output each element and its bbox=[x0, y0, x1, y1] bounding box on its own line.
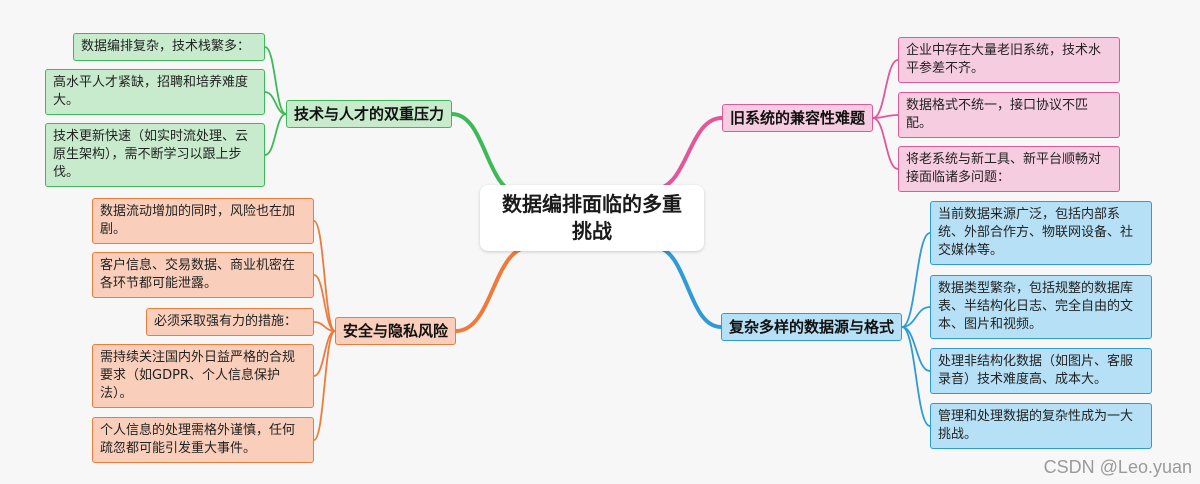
leaf-tech-1-link bbox=[264, 46, 287, 115]
branch-tech-talent-trunk bbox=[450, 112, 522, 195]
leaf-legacy-2[interactable]: 数据格式不统一，接口协议不匹配。 bbox=[898, 92, 1120, 138]
central-topic[interactable]: 数据编排面临的多重挑战 bbox=[480, 185, 704, 251]
leaf-tech-1[interactable]: 数据编排复杂，技术栈繁多： bbox=[73, 33, 265, 61]
leaf-tech-3-link bbox=[264, 113, 287, 156]
leaf-sources-2-link bbox=[901, 306, 931, 328]
leaf-tech-2-link bbox=[264, 91, 287, 115]
leaf-security-4[interactable]: 需持续关注国内外日益严格的合规要求（如GDPR、个人信息保护法）。 bbox=[92, 344, 314, 408]
leaf-security-5-link bbox=[313, 330, 336, 441]
leaf-tech-3[interactable]: 技术更新快速（如实时流处理、云原生架构），需不断学习以跟上步伐。 bbox=[45, 123, 265, 187]
leaf-security-2[interactable]: 客户信息、交易数据、商业机密在各环节都可能泄露。 bbox=[92, 252, 314, 298]
branch-security-privacy[interactable]: 安全与隐私风险 bbox=[335, 317, 457, 345]
leaf-legacy-3-link bbox=[872, 117, 899, 170]
leaf-sources-2[interactable]: 数据类型繁杂，包括规整的数据库表、半结构化日志、完全自由的文本、图片和视频。 bbox=[930, 275, 1152, 339]
leaf-security-3-link bbox=[313, 321, 336, 332]
leaf-legacy-1-link bbox=[872, 59, 899, 119]
leaf-tech-2[interactable]: 高水平人才紧缺，招聘和培养难度大。 bbox=[45, 69, 265, 115]
branch-data-sources-trunk bbox=[652, 245, 723, 329]
leaf-security-2-link bbox=[313, 274, 336, 332]
leaf-legacy-3[interactable]: 将老系统与新工具、新平台顺畅对接面临诸多问题： bbox=[898, 146, 1120, 192]
branch-legacy-systems[interactable]: 旧系统的兼容性难题 bbox=[722, 104, 874, 132]
leaf-security-1[interactable]: 数据流动增加的同时，风险也在加剧。 bbox=[92, 198, 314, 244]
branch-data-sources[interactable]: 复杂多样的数据源与格式 bbox=[721, 313, 903, 341]
leaf-security-5[interactable]: 个人信息的处理需格外谨慎，任何疏忽都可能引发重大事件。 bbox=[92, 417, 314, 463]
branch-legacy-systems-trunk bbox=[652, 116, 724, 191]
leaf-security-4-link bbox=[313, 330, 336, 377]
leaf-security-3[interactable]: 必须采取强有力的措施： bbox=[146, 308, 314, 336]
branch-tech-talent[interactable]: 技术与人才的双重压力 bbox=[286, 100, 453, 128]
leaf-legacy-1[interactable]: 企业中存在大量老旧系统，技术水平参差不齐。 bbox=[898, 37, 1120, 83]
leaf-sources-3-link bbox=[901, 326, 931, 372]
leaf-sources-1[interactable]: 当前数据来源广泛，包括内部系统、外部合作方、物联网设备、社交媒体等。 bbox=[930, 201, 1152, 265]
leaf-sources-1-link bbox=[901, 232, 931, 328]
watermark: CSDN @Leo.yuan bbox=[1043, 457, 1192, 477]
leaf-sources-4-link bbox=[901, 326, 931, 427]
leaf-sources-3[interactable]: 处理非结构化数据（如图片、客服录音）技术难度高、成本大。 bbox=[930, 348, 1152, 394]
leaf-sources-4[interactable]: 管理和处理数据的复杂性成为一大挑战。 bbox=[930, 403, 1152, 449]
branch-security-privacy-trunk bbox=[454, 245, 532, 333]
leaf-security-1-link bbox=[313, 220, 336, 332]
